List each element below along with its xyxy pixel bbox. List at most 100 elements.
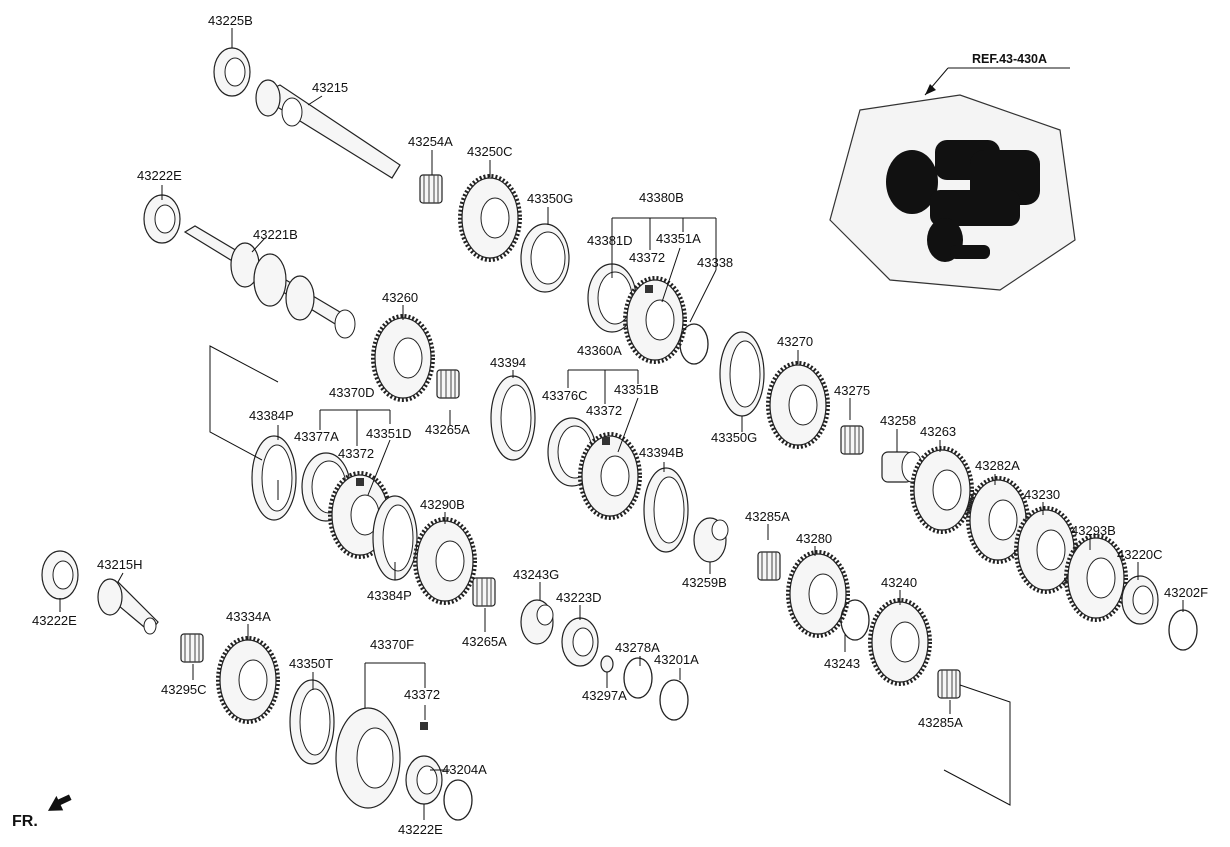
label-43254A: 43254A (408, 134, 453, 149)
guide-line-right (943, 684, 1011, 806)
label-43297A: 43297A (582, 688, 627, 703)
bearing-43222E-c-icon (405, 755, 443, 805)
snap-ring-43202F-icon (1168, 609, 1198, 651)
label-43278A: 43278A (615, 640, 660, 655)
gear-43280-icon (786, 550, 850, 638)
label-43380B: 43380B (639, 190, 684, 205)
needle-bearing-43285A-b-icon (937, 669, 961, 699)
snap-ring-43204A-icon (443, 779, 473, 821)
label-43350T: 43350T (289, 656, 333, 671)
label-43370D: 43370D (329, 385, 375, 400)
gear-43263-icon (910, 446, 974, 534)
needle-bearing-43265A-icon (436, 369, 460, 399)
gear-43334A-icon (216, 636, 280, 724)
bracket-43370D (319, 409, 391, 496)
snap-ring-43338-icon (679, 323, 709, 365)
label-43265A-bottom: 43265A (462, 634, 507, 649)
label-43394B: 43394B (639, 445, 684, 460)
label-43270: 43270 (777, 334, 813, 349)
bearing-43220C-icon (1121, 575, 1159, 625)
bearing-43222E-icon (143, 194, 181, 244)
synchro-ring-43350G-icon (520, 223, 570, 293)
collar-43243G-icon (520, 599, 554, 645)
label-43250C: 43250C (467, 144, 513, 159)
label-43381D: 43381D (587, 233, 633, 248)
label-43290B: 43290B (420, 497, 465, 512)
front-label: FR. (12, 813, 38, 830)
bearing-43225B-icon (213, 47, 251, 97)
bracket-43370F (364, 662, 426, 720)
bearing-43223D-icon (561, 617, 599, 667)
bracket-43380B (611, 217, 717, 323)
part-labels: 43225B 43215 43254A 43250C 43222E 43221B… (32, 13, 1208, 837)
bearing-43222E-b-icon (41, 550, 79, 600)
label-43394: 43394 (490, 355, 526, 370)
label-43243: 43243 (824, 656, 860, 671)
label-43351A: 43351A (656, 231, 701, 246)
key-43372-d-icon (420, 722, 428, 730)
bushing-43259B-icon (693, 517, 729, 563)
label-43350G-top: 43350G (527, 191, 573, 206)
gear-43250C-icon (458, 174, 522, 262)
transmission-housing-ref (829, 94, 1076, 291)
guide-line-left (209, 345, 279, 461)
label-43204A: 43204A (442, 762, 487, 777)
label-43285A-bottom: 43285A (918, 715, 963, 730)
gear-43240-icon (868, 598, 932, 686)
reference-label: REF.43-430A (972, 52, 1047, 66)
gear-43260-icon (371, 314, 435, 402)
label-43372-b: 43372 (586, 403, 622, 418)
label-43222E-top: 43222E (137, 168, 182, 183)
front-arrow-icon (47, 794, 72, 811)
needle-bearing-43295C-icon (180, 633, 204, 663)
label-43293B: 43293B (1071, 523, 1116, 538)
label-43372-a: 43372 (629, 250, 665, 265)
label-43351B: 43351B (614, 382, 659, 397)
gear-43270-icon (766, 361, 830, 449)
label-43334A: 43334A (226, 609, 271, 624)
label-43360A: 43360A (577, 343, 622, 358)
needle-bearing-43254A-icon (419, 174, 443, 204)
label-43259B: 43259B (682, 575, 727, 590)
snap-ring-43201A-icon (659, 679, 689, 721)
label-43384P-top: 43384P (249, 408, 294, 423)
key-43372-c-icon (356, 478, 364, 486)
bracket-43360A (567, 369, 639, 453)
label-43215: 43215 (312, 80, 348, 95)
label-43225B: 43225B (208, 13, 253, 28)
synchro-ring-43384P-icon (251, 435, 297, 521)
label-43377A: 43377A (294, 429, 339, 444)
label-43223D: 43223D (556, 590, 602, 605)
output-shaft-43215H (97, 578, 159, 635)
label-43230: 43230 (1024, 487, 1060, 502)
label-43350G-mid: 43350G (711, 430, 757, 445)
label-43202F: 43202F (1164, 585, 1208, 600)
snap-ring-43278A-icon (623, 657, 653, 699)
synchro-assembly-43370F-icon (335, 707, 401, 809)
label-43370F: 43370F (370, 637, 414, 652)
label-43240: 43240 (881, 575, 917, 590)
front-direction-marker: FR. (12, 794, 72, 830)
label-43372-d: 43372 (404, 687, 440, 702)
label-43263: 43263 (920, 424, 956, 439)
label-43295C: 43295C (161, 682, 207, 697)
label-43260: 43260 (382, 290, 418, 305)
synchro-ring-43350G-b-icon (719, 331, 765, 417)
label-43220C: 43220C (1117, 547, 1163, 562)
label-43201A: 43201A (654, 652, 699, 667)
label-43215H: 43215H (97, 557, 143, 572)
washer-43297A-icon (600, 655, 614, 673)
key-43372-b-icon (602, 437, 610, 445)
label-43351D: 43351D (366, 426, 412, 441)
synchro-ring-43350T-icon (289, 679, 335, 765)
label-43280: 43280 (796, 531, 832, 546)
label-43243G: 43243G (513, 567, 559, 582)
leader-lines (59, 28, 1184, 820)
label-43258: 43258 (880, 413, 916, 428)
label-43221B: 43221B (253, 227, 298, 242)
key-43372-a-icon (645, 285, 653, 293)
label-43275: 43275 (834, 383, 870, 398)
label-43222E-bottom: 43222E (398, 822, 443, 837)
hub-43351A-icon (623, 276, 687, 364)
